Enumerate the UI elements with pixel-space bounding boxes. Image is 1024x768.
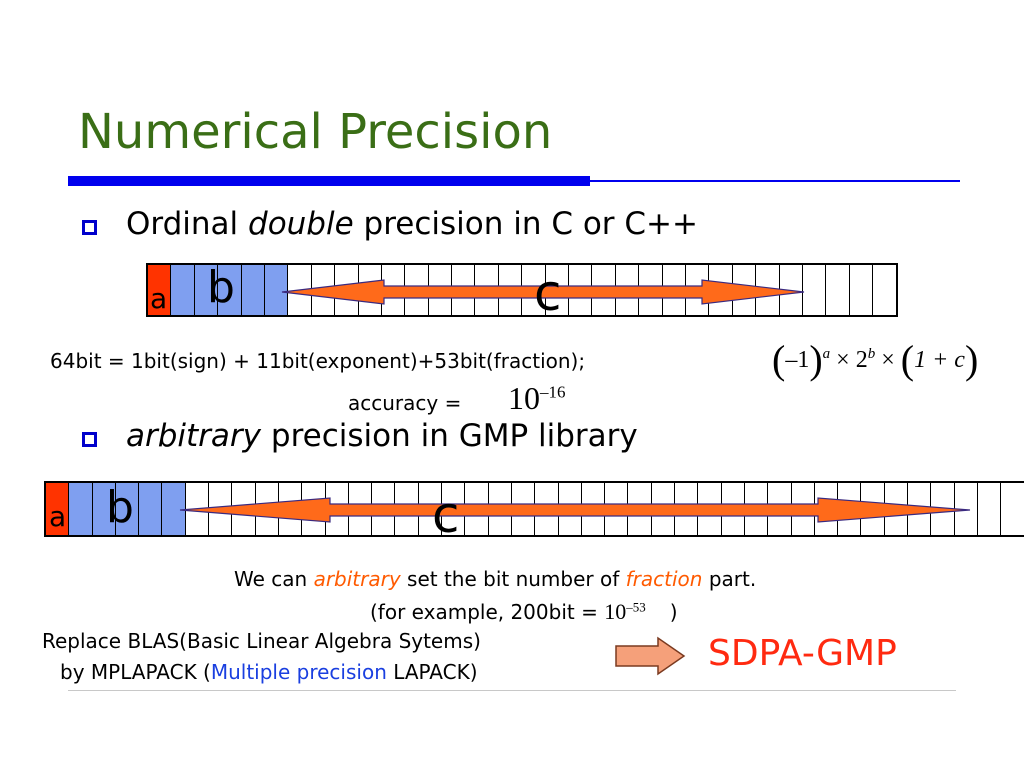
fraction-bit-cell <box>1001 483 1024 535</box>
fraction-bit-cell <box>826 265 850 315</box>
bullet-italic-word: double <box>248 206 354 242</box>
note-text: LAPACK) <box>386 660 478 684</box>
gmp-note-line1: We can arbitrary set the bit number of f… <box>234 567 756 591</box>
bullet-text-after: precision in GMP library <box>261 418 638 454</box>
bullet-italic-word: arbitrary <box>126 418 262 454</box>
bit-layout-text: 64bit = 1bit(sign) + 11bit(exponent)+53b… <box>50 349 586 373</box>
gmp-arrow-shape <box>179 497 971 523</box>
bullet-text-after: precision in C or C++ <box>353 206 699 242</box>
replace-note-line1: Replace BLAS(Basic Linear Algebra Sytems… <box>42 629 481 653</box>
paren-close: ) <box>809 337 823 382</box>
sdpa-gmp-label: SDPA-GMP <box>708 633 897 674</box>
exponent-bit-cell <box>241 265 265 315</box>
note-italic-arbitrary: arbitrary <box>313 567 401 591</box>
bullet-square-icon <box>82 432 97 447</box>
minus-one: –1 <box>785 347 810 373</box>
one-plus-c: 1 + c <box>914 347 965 373</box>
fraction-bit-cell <box>803 265 827 315</box>
exponent-bit-cell <box>69 483 93 535</box>
paren-open: ( <box>772 337 786 382</box>
bullet-double-precision: Ordinal double precision in C or C++ <box>126 206 698 242</box>
replace-note-line2: by MPLAPACK (Multiple precision LAPACK) <box>60 660 478 684</box>
example-base: 10 <box>604 599 627 624</box>
note-text: set the bit number of <box>400 567 626 591</box>
exponent-bit-cell <box>264 265 289 315</box>
exponent-bit-cell <box>218 265 242 315</box>
double-sign-label: a <box>150 282 168 315</box>
exponent-bit-cell <box>92 483 116 535</box>
exponent-bit-cell <box>115 483 140 535</box>
exponent-bit-cell <box>194 265 219 315</box>
bullet-arbitrary-precision: arbitrary precision in GMP library <box>126 418 638 454</box>
fraction-bit-cell <box>850 265 874 315</box>
sign-bit-cell <box>148 265 172 315</box>
accuracy-value: 10–16 <box>508 380 566 417</box>
times-sign: × <box>836 347 850 373</box>
accuracy-label: accuracy = <box>348 391 462 415</box>
fraction-bit-cell <box>780 265 803 315</box>
sign-bit-cell <box>46 483 70 535</box>
accuracy-base: 10 <box>508 380 540 416</box>
note-text: We can <box>234 567 314 591</box>
note-text: part. <box>702 567 757 591</box>
example-exponent: –53 <box>626 599 646 615</box>
right-arrow-shape <box>615 636 686 676</box>
note-text: (for example, 200bit = <box>370 600 605 624</box>
times-sign-2: × <box>881 347 895 373</box>
exponent-b: b <box>867 346 876 362</box>
note-italic-fraction: fraction <box>625 567 703 591</box>
gmp-fraction-arrow <box>179 497 971 523</box>
title-rule-thin <box>590 180 960 182</box>
title-rule-thick <box>68 176 590 186</box>
multiple-precision-text: Multiple precision <box>210 660 387 684</box>
fraction-bit-cell <box>955 483 978 535</box>
gmp-sign-label: a <box>49 500 67 533</box>
footer-rule <box>68 690 956 691</box>
two: 2 <box>855 347 868 373</box>
bullet-text-before: Ordinal <box>126 206 249 242</box>
double-exponent-label: b <box>207 262 235 313</box>
float-formula: (–1)a × 2b × (1 + c) <box>772 336 978 383</box>
gmp-exponent-label: b <box>106 482 134 533</box>
fraction-bit-cell <box>978 483 1002 535</box>
gmp-note-line2: (for example, 200bit = 10–53) <box>370 599 678 625</box>
exponent-bit-cell <box>139 483 163 535</box>
slide-title: Numerical Precision <box>78 104 553 160</box>
paren-close-2: ) <box>964 337 979 382</box>
fraction-bit-cell <box>873 265 896 315</box>
note-text: by MPLAPACK ( <box>60 660 211 684</box>
double-fraction-arrow <box>281 279 805 305</box>
note-text: ) <box>669 600 678 624</box>
accuracy-exponent: –16 <box>540 382 566 402</box>
right-arrow-icon <box>615 636 686 676</box>
double-fraction-label: c <box>534 264 562 322</box>
bullet-square-icon <box>82 220 97 235</box>
paren-open-2: ( <box>900 337 915 382</box>
exponent-bit-cell <box>171 265 195 315</box>
double-arrow-shape <box>281 279 805 305</box>
exponent-a: a <box>822 346 831 362</box>
gmp-fraction-label: c <box>432 486 460 544</box>
